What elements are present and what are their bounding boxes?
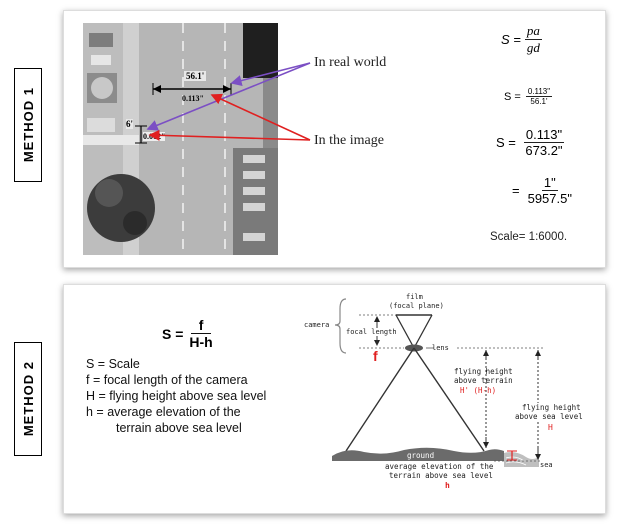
callout-real-world: In real world xyxy=(314,55,387,70)
eq-step1-num: 0.113" xyxy=(525,87,553,97)
label-fh-sea-3: H xyxy=(548,423,553,432)
label-fh-sea-1: flying height xyxy=(522,403,581,412)
scale-result: Scale= 1:6000. xyxy=(490,231,568,243)
eq-step2-frac: 0.113" 673.2" xyxy=(523,127,565,158)
m2-formula-lhs: S = xyxy=(162,325,184,342)
method-2-label-text: METHOD 2 xyxy=(20,361,36,437)
label-avg-elev-2: terrain above sea level xyxy=(389,471,493,480)
m2-formula-frac: f H-h xyxy=(189,317,212,350)
label-sea: sea xyxy=(540,461,553,469)
eq-formula-den: gd xyxy=(526,40,540,55)
method-2-panel: S = f H-h S = Scale f = focal length of … xyxy=(63,284,606,514)
label-fh-terrain-1: flying height xyxy=(454,367,513,376)
label-ground: ground xyxy=(407,451,435,460)
eq-step1-den: 56.1' xyxy=(530,97,548,106)
eq-step3-num: 1" xyxy=(541,175,558,191)
m2-formula: S = f H-h xyxy=(162,317,213,350)
eq-step1: S = 0.113" 56.1' xyxy=(504,87,553,106)
label-focal-plane: (focal plane) xyxy=(389,302,444,310)
eq-step1-frac: 0.113" 56.1' xyxy=(525,87,553,106)
callout-arrows xyxy=(146,62,311,141)
definition-f: f = focal length of the camera xyxy=(86,373,248,387)
eq-step2-den: 673.2" xyxy=(525,143,563,158)
label-focal-length: focal length xyxy=(346,328,397,336)
eq-formula-num: pa xyxy=(524,23,542,40)
eq-step3-lhs: = xyxy=(512,183,520,198)
m2-formula-num: f xyxy=(190,317,212,334)
label-avg-elev-3: h xyxy=(445,481,450,490)
eq-formula: S = pa gd xyxy=(501,23,542,56)
eq-step1-lhs: S = xyxy=(504,90,521,103)
method-1-label-text: METHOD 1 xyxy=(20,87,36,163)
method-2-label: METHOD 2 xyxy=(14,342,42,456)
label-lens: lens xyxy=(432,344,449,352)
definition-h: h = average elevation of the xyxy=(86,405,241,419)
eq-step3-frac: 1" 5957.5" xyxy=(528,175,572,206)
eq-step3-den: 5957.5" xyxy=(527,191,572,206)
eq-formula-frac: pa gd xyxy=(524,23,542,56)
definition-H: H = flying height above sea level xyxy=(86,389,267,403)
eq-step3: = 1" 5957.5" xyxy=(512,175,572,206)
label-film: film xyxy=(406,293,423,301)
label-camera: camera xyxy=(304,321,330,329)
eq-step2-lhs: S = xyxy=(496,135,516,150)
definition-s: S = Scale xyxy=(86,357,140,371)
eq-step2: S = 0.113" 673.2" xyxy=(496,127,565,158)
small-real-label: 6' xyxy=(126,119,134,129)
label-fh-terrain-3: H' (H-h) xyxy=(460,386,497,395)
callout-in-image: In the image xyxy=(314,133,384,148)
method-1-panel: 56.1' 0.113" 6' 0.012" In real world In … xyxy=(63,10,606,268)
label-f: f xyxy=(373,348,378,364)
definition-h-cont: terrain above sea level xyxy=(116,421,242,435)
eq-formula-lhs: S = xyxy=(501,32,521,47)
camera-geometry-diagram xyxy=(332,298,544,467)
label-fh-terrain-2: above terrain xyxy=(454,376,513,385)
label-fh-sea-2: above sea level xyxy=(515,412,583,421)
eq-step2-num: 0.113" xyxy=(523,127,565,143)
m2-formula-den: H-h xyxy=(189,334,213,350)
real-distance-label: 56.1' xyxy=(184,71,207,81)
image-distance-label: 0.113" xyxy=(182,94,204,103)
label-avg-elev-1: average elevation of the xyxy=(385,462,494,471)
method-1-label: METHOD 1 xyxy=(14,68,42,182)
